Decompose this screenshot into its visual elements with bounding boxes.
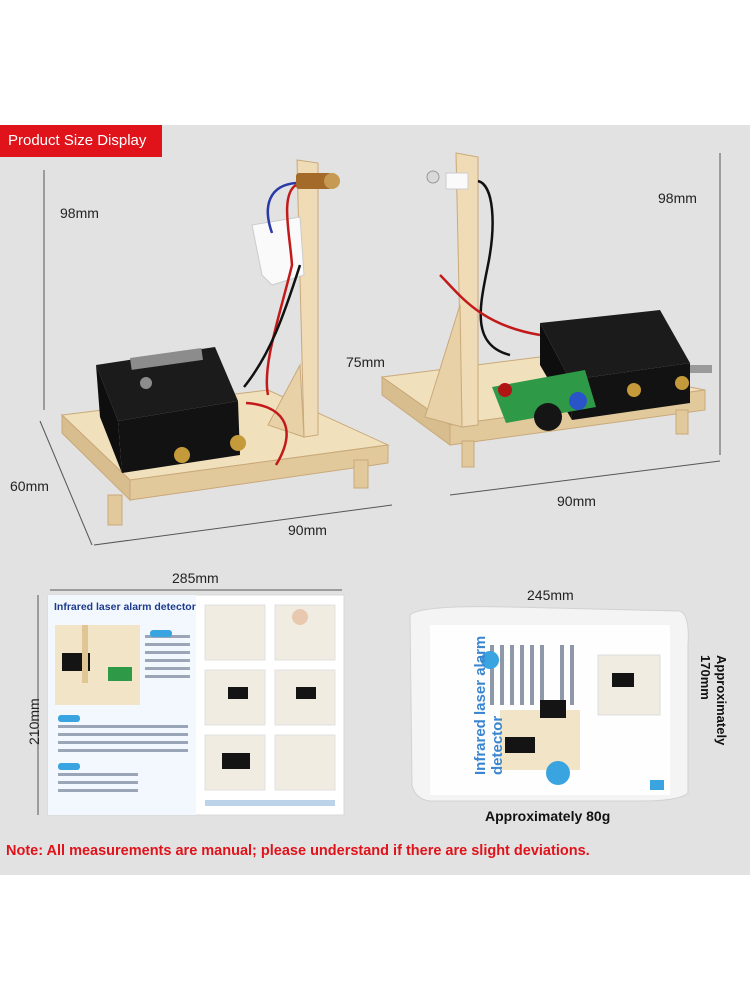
left-depth-label: 60mm [10,478,49,494]
left-model-illustration [39,159,393,546]
right-model-illustration [380,152,721,496]
instruction-manual [37,589,345,816]
package-height-label: Approximately 170mm [698,655,729,746]
product-size-badge: Product Size Display [0,125,162,157]
package-weight-label: Approximately 80g [485,808,611,824]
package-title: Infrared laser alarm detector [472,635,506,775]
package-width-label: 245mm [527,587,574,603]
manual-width-label: 285mm [172,570,219,586]
right-height-label: 98mm [658,190,697,206]
product-size-panel: Product Size Display 9 [0,125,750,875]
manual-title: Infrared laser alarm detector [54,601,196,613]
left-width-label: 90mm [288,522,327,538]
packaged-kit [409,606,689,802]
measurement-note: Note: All measurements are manual; pleas… [6,843,590,859]
right-width-label: 90mm [557,493,596,509]
right-arm-label: 75mm [346,354,385,370]
left-height-label: 98mm [60,205,99,221]
